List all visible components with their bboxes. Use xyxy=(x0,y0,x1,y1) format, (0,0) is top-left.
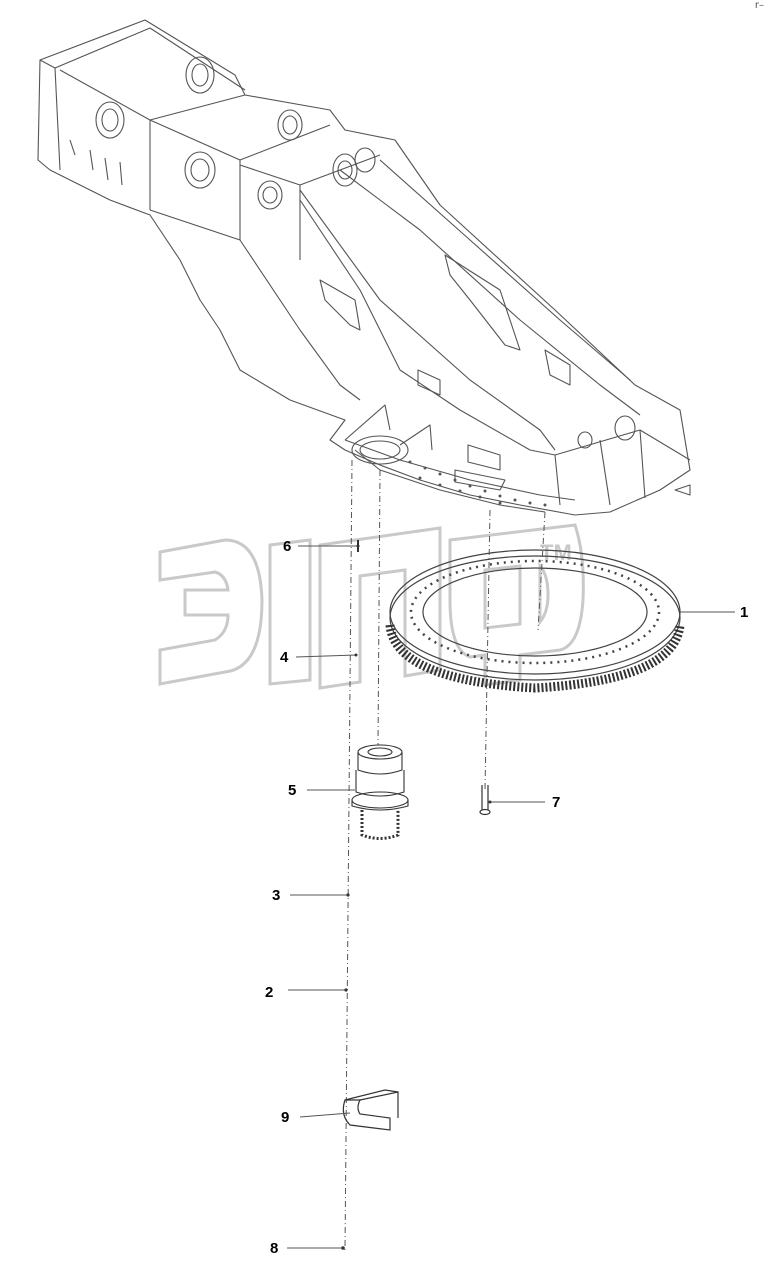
bracket-part-9 xyxy=(342,1089,399,1131)
callout-4: 4 xyxy=(280,649,289,666)
callout-8: 8 xyxy=(270,1240,279,1257)
callout-1: 1 xyxy=(740,604,749,621)
watermark-logo xyxy=(158,523,585,690)
callout-3: 3 xyxy=(272,887,281,904)
callout-2: 2 xyxy=(265,984,274,1001)
assembly-lines xyxy=(344,459,546,1251)
corner-mark: r– xyxy=(754,0,764,11)
bolt-part-7 xyxy=(479,785,491,816)
slew-drive-part-5 xyxy=(351,744,409,840)
watermark-tm: TM xyxy=(540,540,572,565)
main-frame xyxy=(37,19,691,516)
callout-9: 9 xyxy=(281,1109,290,1126)
callout-7: 7 xyxy=(552,794,561,811)
callout-6: 6 xyxy=(283,538,292,555)
leader-dots xyxy=(341,544,492,1250)
callout-5: 5 xyxy=(288,782,297,799)
slewing-ring xyxy=(385,549,685,693)
leader-lines xyxy=(287,545,735,1249)
